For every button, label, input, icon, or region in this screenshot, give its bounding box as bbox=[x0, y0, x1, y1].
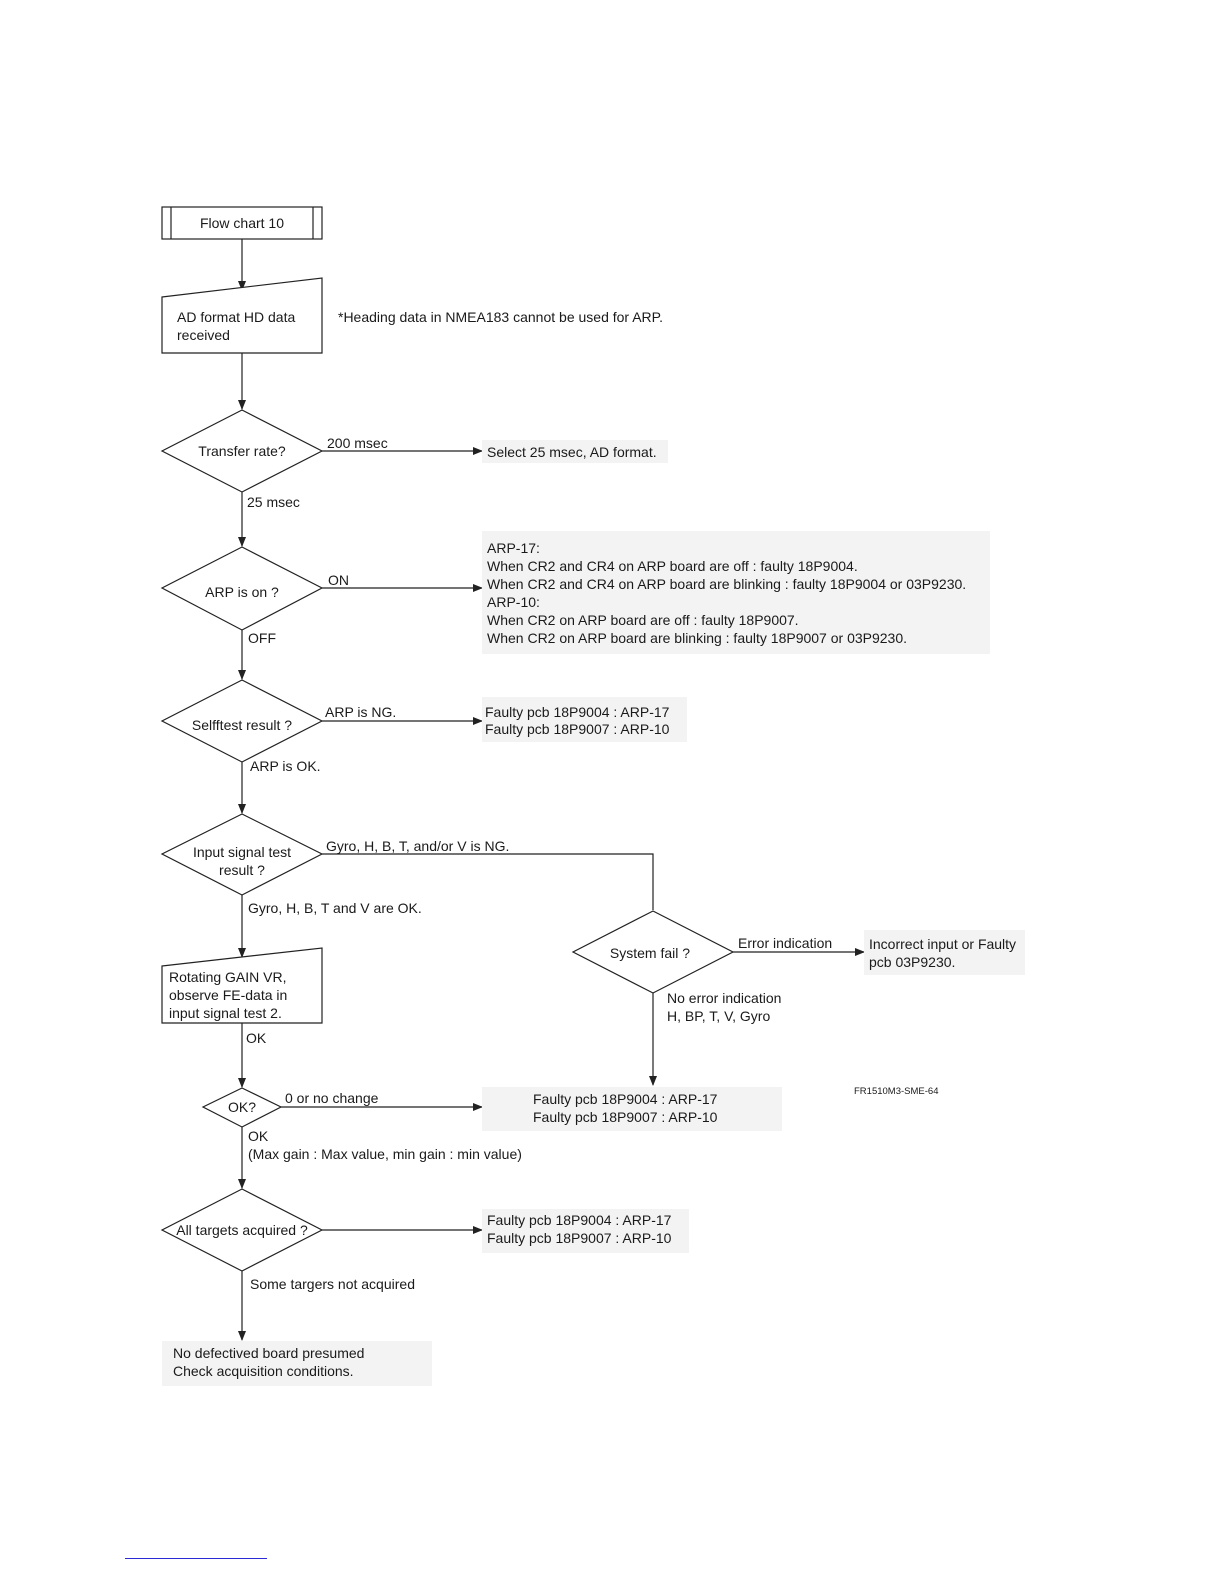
system-fail-no-label-line-2: H, BP, T, V, Gyro bbox=[667, 1008, 770, 1024]
input-signal-decision: Input signal test result ? bbox=[160, 813, 324, 896]
targets-decision: All targets acquired ? bbox=[160, 1188, 324, 1272]
final-box-line-2: Check acquisition conditions. bbox=[173, 1363, 354, 1379]
arp-on-result-box bbox=[482, 531, 990, 654]
input-box: AD format HD data received bbox=[161, 277, 323, 354]
arp-on-result-line-2: When CR2 and CR4 on ARP board are off : … bbox=[487, 558, 858, 574]
selftest-ok-label: ARP is OK. bbox=[250, 758, 321, 774]
arp-on-result-line-6: When CR2 on ARP board are blinking : fau… bbox=[487, 630, 907, 646]
start-box: Flow chart 10 bbox=[161, 206, 323, 240]
targets-result-box bbox=[482, 1209, 689, 1253]
ok-question: OK? bbox=[228, 1099, 256, 1115]
heading-note: *Heading data in NMEA183 cannot be used … bbox=[338, 309, 663, 325]
selftest-result-line-2: Faulty pcb 18P9007 : ARP-10 bbox=[485, 721, 670, 737]
arp-on-yes-label: ON bbox=[328, 572, 349, 588]
transfer-no-label: 25 msec bbox=[247, 494, 300, 510]
rotating-box-line-2: observe FE-data in bbox=[169, 987, 287, 1003]
system-fail-decision: System fail ? bbox=[571, 910, 735, 994]
ok-result-line-1: Faulty pcb 18P9004 : ARP-17 bbox=[533, 1091, 718, 1107]
ok-result-line-2: Faulty pcb 18P9007 : ARP-10 bbox=[533, 1109, 718, 1125]
selftest-result-box bbox=[482, 697, 687, 742]
arp-on-result-line-3: When CR2 and CR4 on ARP board are blinki… bbox=[487, 576, 966, 592]
arp-on-question: ARP is on ? bbox=[205, 584, 279, 600]
system-fail-result-line-1: Incorrect input or Faulty bbox=[869, 936, 1016, 952]
selftest-result-line-1: Faulty pcb 18P9004 : ARP-17 bbox=[485, 704, 670, 720]
ok-no-label: 0 or no change bbox=[285, 1090, 379, 1106]
targets-result-line-2: Faulty pcb 18P9007 : ARP-10 bbox=[487, 1230, 672, 1246]
ok-yes-label-line-2: (Max gain : Max value, min gain : min va… bbox=[248, 1146, 522, 1162]
arp-on-result-line-5: When CR2 on ARP board are off : faulty 1… bbox=[487, 612, 799, 628]
rotating-ok-label: OK bbox=[246, 1030, 267, 1046]
selftest-decision: Selfftest result ? bbox=[160, 679, 324, 763]
arp-on-result-line-4: ARP-10: bbox=[487, 594, 540, 610]
system-fail-result-box bbox=[864, 930, 1025, 975]
rotating-box: Rotating GAIN VR, observe FE-data in inp… bbox=[161, 947, 323, 1024]
figure-code: FR1510M3-SME-64 bbox=[854, 1086, 938, 1097]
transfer-yes-label: 200 msec bbox=[327, 435, 388, 451]
input-signal-ok-label: Gyro, H, B, T and V are OK. bbox=[248, 900, 422, 916]
arp-on-decision: ARP is on ? bbox=[160, 546, 324, 631]
final-box-line-1: No defectived board presumed bbox=[173, 1345, 364, 1361]
system-fail-no-label-line-1: No error indication bbox=[667, 990, 781, 1006]
targets-result-line-1: Faulty pcb 18P9004 : ARP-17 bbox=[487, 1212, 672, 1228]
targets-no-label: Some targers not acquired bbox=[250, 1276, 415, 1292]
selftest-question: Selfftest result ? bbox=[192, 717, 292, 733]
transfer-question: Transfer rate? bbox=[198, 443, 286, 459]
transfer-result-box bbox=[482, 440, 668, 463]
rotating-box-line-3: input signal test 2. bbox=[169, 1005, 282, 1021]
arp-on-result-line-1: ARP-17: bbox=[487, 540, 540, 556]
targets-question: All targets acquired ? bbox=[176, 1222, 308, 1238]
footer-rule bbox=[125, 1558, 267, 1559]
system-fail-yes-label: Error indication bbox=[738, 935, 832, 951]
ok-decision: OK? bbox=[201, 1087, 283, 1128]
input-box-line-2: received bbox=[177, 327, 230, 343]
transfer-decision: Transfer rate? bbox=[160, 409, 324, 493]
system-fail-result-line-2: pcb 03P9230. bbox=[869, 954, 955, 970]
ok-result-box bbox=[482, 1087, 782, 1131]
rotating-box-line-1: Rotating GAIN VR, bbox=[169, 969, 287, 985]
selftest-ng-label: ARP is NG. bbox=[325, 704, 396, 720]
input-signal-ng-label: Gyro, H, B, T, and/or V is NG. bbox=[326, 838, 509, 854]
input-signal-question-line-1: Input signal test bbox=[193, 844, 291, 860]
system-fail-question: System fail ? bbox=[610, 945, 690, 961]
transfer-result: Select 25 msec, AD format. bbox=[487, 444, 657, 460]
input-box-line-1: AD format HD data bbox=[177, 309, 295, 325]
ok-yes-label-line-1: OK bbox=[248, 1128, 269, 1144]
final-box bbox=[162, 1341, 432, 1386]
connector-input-signal-ng bbox=[322, 853, 654, 910]
input-signal-question-line-2: result ? bbox=[219, 862, 265, 878]
start-box-label: Flow chart 10 bbox=[200, 215, 284, 231]
arp-on-no-label: OFF bbox=[248, 630, 276, 646]
